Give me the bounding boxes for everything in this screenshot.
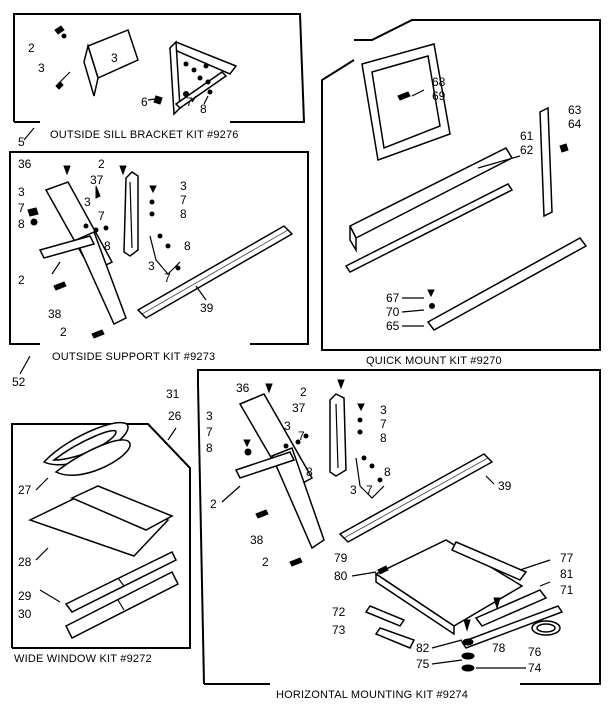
callout-8: 8 [18, 217, 25, 231]
callout-64: 64 [568, 117, 582, 131]
callout-8: 8 [384, 465, 391, 479]
kit-caption-sill-bracket: OUTSIDE SILL BRACKET KIT #9276 [50, 129, 239, 141]
callout-3: 3 [84, 195, 91, 209]
callout-38: 38 [250, 533, 264, 547]
callout-6: 6 [141, 95, 148, 109]
callout-8: 8 [104, 239, 111, 253]
sill-bracket [168, 41, 238, 75]
callout-7: 7 [366, 483, 373, 497]
callout-76: 76 [528, 645, 542, 659]
callout-68: 68 [432, 75, 446, 89]
mounting-strip-72 [364, 605, 406, 627]
callout-2: 2 [300, 385, 307, 399]
callout-74: 74 [528, 661, 542, 675]
callout-2: 2 [28, 41, 35, 55]
callout-8: 8 [206, 441, 213, 455]
callout-36: 36 [236, 381, 250, 395]
mounting-strip-81 [474, 589, 548, 627]
callout-7: 7 [206, 425, 213, 439]
kit-caption-outside-support: OUTSIDE SUPPORT KIT #9273 [52, 351, 215, 363]
callout-28: 28 [18, 555, 32, 569]
callout-38: 38 [48, 307, 62, 321]
callout-3: 3 [284, 419, 291, 433]
callout-3: 3 [350, 483, 357, 497]
callout-67: 67 [386, 291, 400, 305]
panel-sill-bracket-kit: 3 2 3 6 7 8 5 OUTSIDE SILL BRACKET KIT #… [13, 13, 306, 149]
callout-75: 75 [416, 657, 430, 671]
callout-8: 8 [380, 431, 387, 445]
callout-82: 82 [416, 641, 430, 655]
callout-39: 39 [200, 301, 214, 315]
callout-73: 73 [332, 623, 346, 637]
panel-horizontal-mounting-kit: 36 2 37 3 7 8 3 7 8 3 7 8 8 3 7 39 2 38 … [197, 369, 601, 701]
callout-69: 69 [432, 89, 446, 103]
callout-31: 31 [166, 387, 180, 401]
callout-79: 79 [334, 551, 348, 565]
callout-8: 8 [200, 102, 207, 116]
callout-7: 7 [98, 209, 105, 223]
kit-caption-wide-window: WIDE WINDOW KIT #9272 [14, 653, 152, 665]
panel-outside-support-kit: 36 2 37 3 7 8 3 7 8 3 7 8 8 3 7 2 38 2 3… [9, 151, 309, 389]
callout-37: 37 [90, 173, 104, 187]
panel-quick-mount-kit: 68 69 63 64 61 62 67 70 65 QUICK MOUNT K… [321, 19, 601, 367]
callout-26: 26 [168, 409, 182, 423]
callout-52: 52 [12, 375, 26, 389]
callout-3: 3 [206, 409, 213, 423]
callout-2: 2 [18, 273, 25, 287]
callout-77: 77 [560, 551, 574, 565]
callout-8: 8 [180, 207, 187, 221]
callout-72: 72 [332, 605, 346, 619]
callout-65: 65 [386, 319, 400, 333]
mount-leg-38 [271, 447, 325, 550]
quick-mount-post-63 [539, 106, 553, 218]
callout-30: 30 [18, 607, 32, 621]
callout-3: 3 [148, 259, 155, 273]
callout-5: 5 [18, 135, 25, 149]
callout-3: 3 [38, 61, 45, 75]
wide-window-strip-30 [64, 570, 180, 640]
callout-2: 2 [60, 325, 67, 339]
mounting-strip-78 [460, 605, 564, 649]
callout-2: 2 [262, 555, 269, 569]
callout-37: 37 [292, 401, 306, 415]
callout-39: 39 [498, 479, 512, 493]
callout-81: 81 [560, 567, 574, 581]
kit-caption-horizontal-mounting: HORIZONTAL MOUNTING KIT #9274 [276, 689, 468, 701]
callout-3: 3 [180, 179, 187, 193]
callout-8: 8 [184, 239, 191, 253]
callout-7: 7 [180, 193, 187, 207]
callout-3: 3 [380, 403, 387, 417]
callout-8: 8 [306, 465, 313, 479]
callout-80: 80 [334, 569, 348, 583]
quick-mount-strip-62 [344, 183, 514, 273]
mount-u-bracket-37 [329, 393, 347, 477]
callout-2: 2 [98, 157, 105, 171]
callout-61: 61 [520, 129, 534, 143]
callout-3: 3 [18, 185, 25, 199]
quick-mount-bar-65 [426, 237, 588, 331]
callout-63: 63 [568, 103, 582, 117]
callout-70: 70 [386, 305, 400, 319]
callout-7: 7 [380, 417, 387, 431]
callout-2: 2 [210, 497, 217, 511]
panel-wide-window-kit: 31 26 27 28 29 30 WIDE WINDOW KIT #9272 [11, 387, 191, 665]
callout-62: 62 [520, 143, 534, 157]
callout-7: 7 [18, 201, 25, 215]
callout-27: 27 [18, 483, 32, 497]
callout-7: 7 [164, 271, 171, 285]
kit-caption-quick-mount: QUICK MOUNT KIT #9270 [366, 355, 502, 367]
callout-78: 78 [492, 641, 506, 655]
callout-7: 7 [186, 95, 193, 109]
callout-36: 36 [18, 157, 32, 171]
mounting-strip-77 [450, 541, 528, 581]
callout-71: 71 [560, 583, 574, 597]
callout-29: 29 [18, 589, 32, 603]
svg-text:3: 3 [111, 51, 118, 65]
callout-7: 7 [298, 429, 305, 443]
mounting-strip-73 [374, 627, 416, 649]
support-leg-38 [75, 230, 127, 326]
